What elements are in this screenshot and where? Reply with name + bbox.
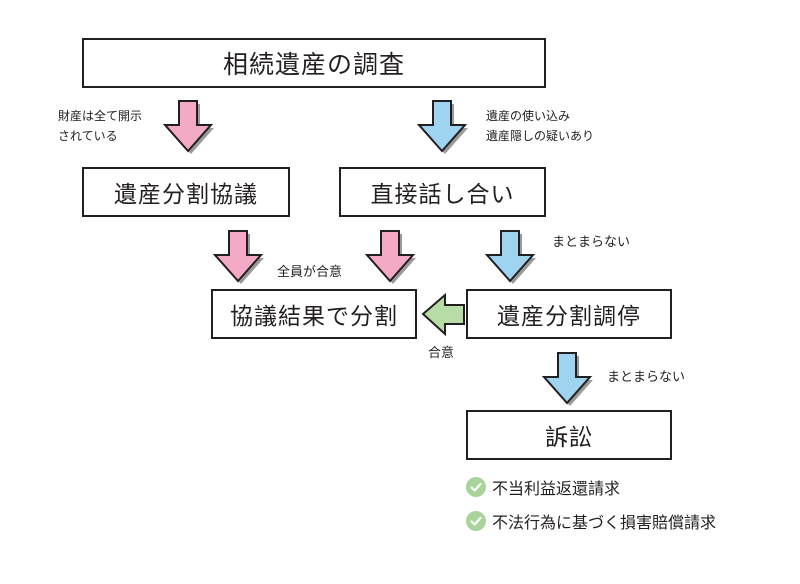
note-all-agree: 全員が合意 — [277, 265, 343, 280]
note-misuse-line2: 遺産隠しの疑いあり — [486, 129, 595, 143]
direct-talk-box-label: 直接話し合い — [370, 182, 515, 208]
pink-arrow-shape — [162, 100, 214, 153]
division-box: 遺産分割協議 — [82, 167, 290, 217]
mediation-box-label: 遺産分割調停 — [497, 304, 641, 330]
note-disclosed-line1: 財産は全て開示 — [58, 109, 143, 123]
lawsuit-box-label: 訴訟 — [545, 425, 593, 451]
check-circle-icon — [466, 511, 486, 531]
note-agree: 合意 — [428, 346, 455, 361]
direct-talk-box: 直接話し合い — [339, 167, 546, 217]
note-not-settled-2: まとまらない — [607, 370, 686, 385]
note-not-settled-1: まとまらない — [552, 235, 631, 250]
down-arrow-icon — [541, 352, 593, 406]
lawsuit-box: 訴訟 — [466, 410, 672, 460]
title-box-label: 相続遺産の調査 — [222, 50, 405, 79]
result-box: 協議結果で分割 — [211, 289, 417, 339]
down-arrow-icon — [212, 230, 264, 284]
blue-arrow-shape — [416, 100, 468, 153]
note-disclosed: 財産は全て開示 されている — [58, 106, 142, 146]
note-misuse: 遺産の使い込み 遺産隠しの疑いあり — [486, 106, 594, 146]
claim-item: 不当利益返還請求 — [466, 475, 620, 499]
left-arrow-icon — [421, 292, 465, 337]
down-arrow-icon — [162, 100, 214, 154]
claim-label: 不法行為に基づく損害賠償請求 — [492, 513, 717, 532]
claim-label: 不当利益返還請求 — [492, 479, 621, 498]
result-box-label: 協議結果で分割 — [230, 304, 398, 330]
note-disclosed-line2: されている — [58, 129, 118, 143]
note-misuse-line1: 遺産の使い込み — [486, 109, 571, 123]
mediation-box: 遺産分割調停 — [466, 289, 672, 339]
down-arrow-icon — [416, 100, 468, 154]
title-box: 相続遺産の調査 — [82, 38, 546, 88]
division-box-label: 遺産分割協議 — [114, 182, 258, 208]
down-arrow-icon — [364, 230, 416, 284]
claim-item: 不法行為に基づく損害賠償請求 — [466, 509, 716, 533]
down-arrow-icon — [484, 230, 536, 284]
check-circle-icon — [466, 477, 486, 497]
